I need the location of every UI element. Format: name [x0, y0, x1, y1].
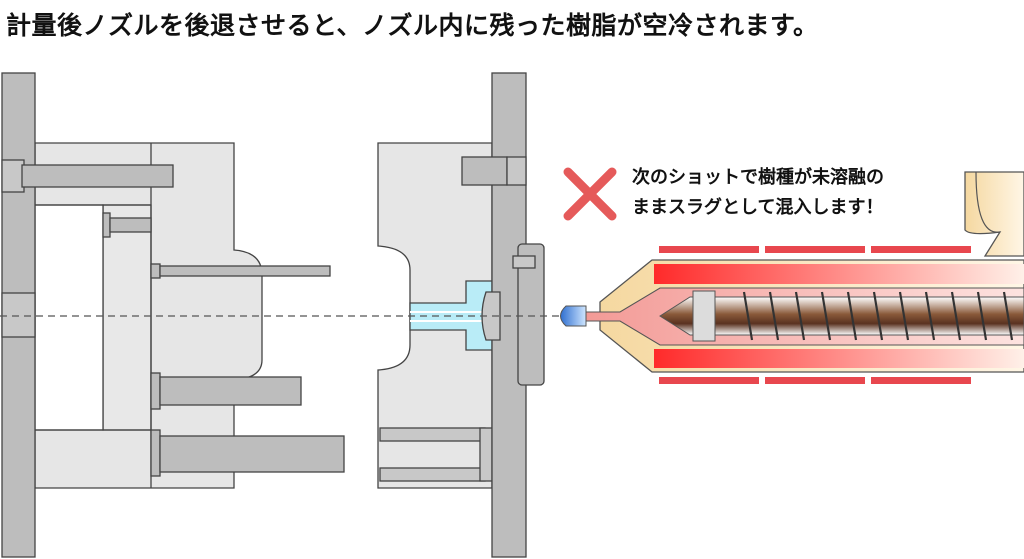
check-ring — [692, 290, 716, 342]
return-pin — [159, 376, 302, 406]
heater-bottom — [654, 349, 1024, 368]
warning-line-1: 次のショットで樹種が未溶融の — [632, 166, 884, 188]
diagram-title: 計量後ノズルを後退させると、ノズル内に残った樹脂が空冷されます。 — [6, 11, 819, 40]
locate-ring — [517, 243, 545, 386]
support-pillar — [159, 435, 345, 473]
hopper — [964, 171, 1024, 257]
screw-flights — [742, 291, 1014, 341]
heater-top — [654, 264, 1024, 284]
cross-mark-icon — [563, 167, 617, 221]
moving-mold-half — [1, 72, 345, 558]
nozzle-tip — [560, 305, 587, 327]
ejector-pin — [159, 265, 331, 277]
injection-unit — [560, 171, 1024, 384]
guide-pin — [21, 164, 174, 188]
fixed-mold-half — [377, 72, 545, 558]
warning-line-2: ままスラグとして混入します！ — [632, 196, 883, 218]
screw — [714, 296, 1024, 336]
